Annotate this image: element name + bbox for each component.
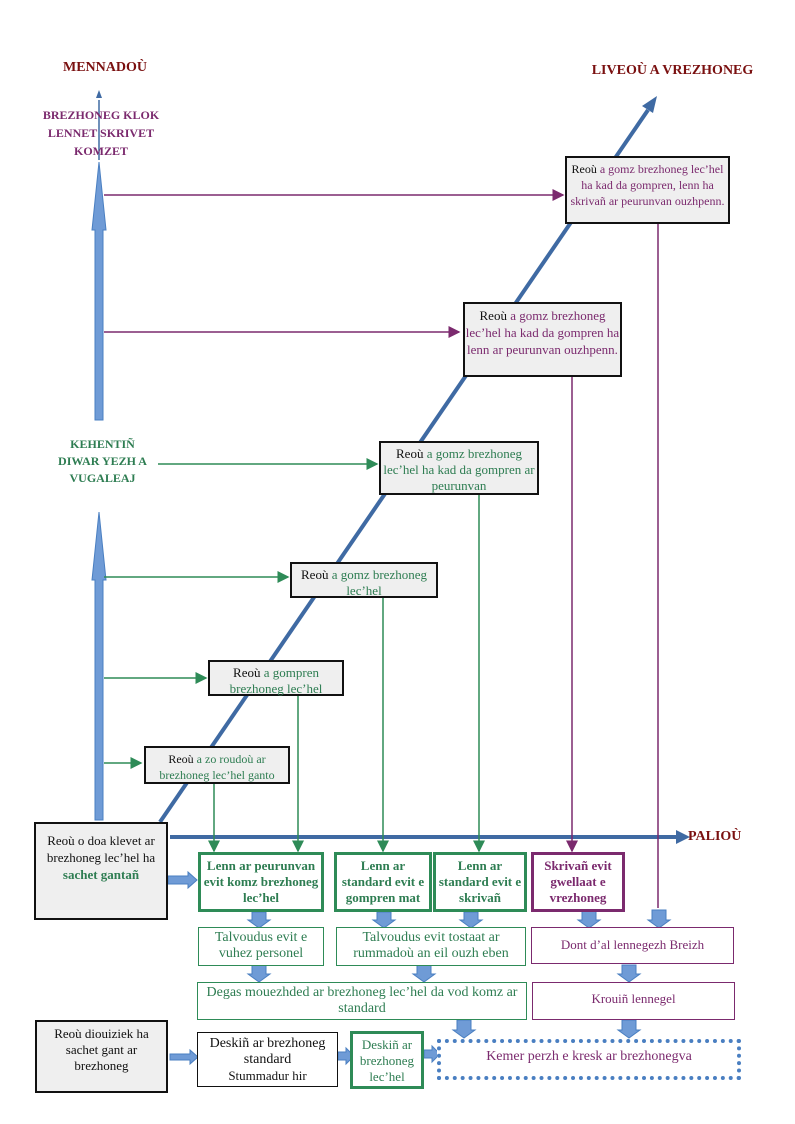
x-axis-label: PALIOÙ bbox=[688, 829, 742, 844]
start-box: Reoù o doa klevet ar brezhoneg lec’hel h… bbox=[34, 822, 168, 920]
new-learners-box: Reoù diouiziek ha sachet gant ar brezhon… bbox=[35, 1020, 168, 1093]
block-arrow-4 bbox=[576, 909, 602, 929]
start-box-bold: sachet gantañ bbox=[62, 867, 140, 882]
learn-local-box: Deskiñ ar brezhoneg lec’hel bbox=[350, 1031, 424, 1089]
level-box-4: Reoù a gomz brezhoneg lec’hel ha kad da … bbox=[379, 441, 539, 495]
outcome-bring-groups: Talvoudus evit tostaat ar rummadoù an ei… bbox=[336, 927, 526, 966]
outcome-create-lit: Krouiñ lennegel bbox=[532, 982, 735, 1020]
step-read-peurunvan: Lenn ar peurunvan evit komz brezhoneg le… bbox=[198, 852, 324, 912]
learn-standard-sub: Stummadur hir bbox=[228, 1068, 307, 1083]
step-read-standard-write: Lenn ar standard evit e skrivañ bbox=[433, 852, 527, 912]
level-box-2: Reoù a gompren brezhoneg lec’hel bbox=[208, 660, 344, 696]
block-arrow-7 bbox=[411, 964, 437, 983]
block-arrow-13 bbox=[423, 1044, 441, 1064]
block-arrow-10 bbox=[616, 1019, 642, 1039]
block-arrow-8 bbox=[616, 964, 642, 983]
outcome-literature: Dont d’al lennegezh Breizh bbox=[531, 927, 734, 964]
level-box-3: Reoù a gomz brezhoneg lec’hel bbox=[290, 562, 438, 598]
y-axis-bar-lower bbox=[91, 511, 107, 821]
learn-standard-box: Deskiñ ar brezhoneg standard Stummadur h… bbox=[197, 1032, 338, 1087]
x-axis-arrowhead bbox=[676, 830, 690, 844]
level-box-6: Reoù a gomz brezhoneg lec’hel ha kad da … bbox=[565, 156, 730, 224]
outcome-personal-life: Talvoudus evit e vuhez personel bbox=[198, 927, 324, 966]
learn-standard-title: Deskiñ ar brezhoneg standard bbox=[209, 1036, 326, 1067]
outcome-respect: Degas mouezhded ar brezhoneg lec’hel da … bbox=[197, 982, 527, 1020]
y-axis-label: MENNADOÙ bbox=[63, 60, 147, 75]
middle-goal-label: KEHENTIÑ DIWAR YEZH A VUGALEAJ bbox=[58, 437, 147, 485]
upper-goal-label: BREZHONEG KLOK LENNET SKRIVET KOMZET bbox=[42, 108, 160, 158]
diagonal-arrowhead bbox=[642, 96, 657, 113]
block-arrow-start bbox=[167, 870, 198, 890]
diagonal-axis-label: LIVEOÙ A VREZHONEG bbox=[591, 63, 754, 78]
level-box-1: Reoù a zo roudoù ar brezhoneg lec’hel ga… bbox=[144, 746, 290, 784]
step-write-improve: Skrivañ evit gwellaat e vrezhoneg bbox=[531, 852, 625, 912]
block-arrow-3 bbox=[458, 911, 484, 929]
block-arrow-1 bbox=[246, 911, 272, 929]
y-axis-bar-upper bbox=[91, 161, 107, 421]
block-arrow-6 bbox=[246, 964, 272, 983]
block-arrow-5 bbox=[646, 909, 672, 929]
block-arrow-2 bbox=[371, 911, 397, 929]
block-arrow-11 bbox=[169, 1048, 199, 1066]
share-box: Kemer perzh e kresk ar brezhonegva bbox=[437, 1039, 741, 1080]
level-box-5: Reoù a gomz brezhoneg lec’hel ha kad da … bbox=[463, 302, 622, 377]
block-arrow-9 bbox=[451, 1019, 477, 1039]
y-axis-arrowhead bbox=[96, 90, 102, 98]
step-read-standard-understand: Lenn ar standard evit e gompren mat bbox=[334, 852, 432, 912]
